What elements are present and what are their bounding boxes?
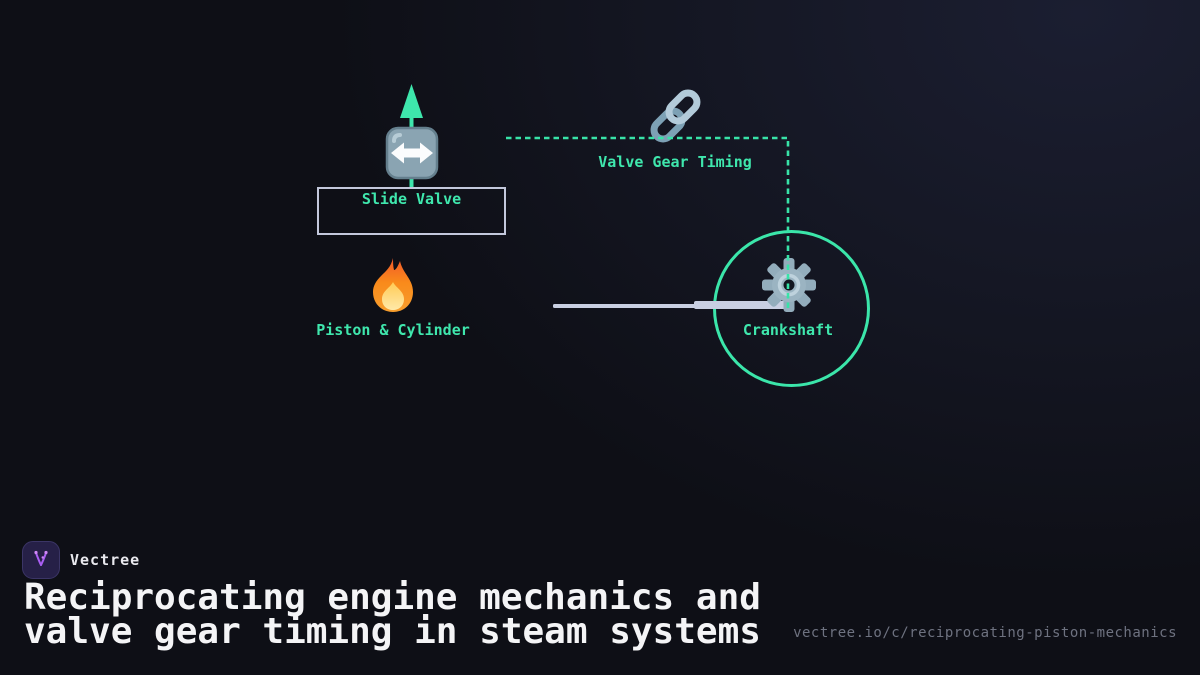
valve-gear-timing-label: Valve Gear Timing xyxy=(598,153,752,171)
page-title-line1: Reciprocating engine mechanics and xyxy=(24,577,761,618)
fire-icon xyxy=(373,258,413,312)
page-title-line2: valve gear timing in steam systems xyxy=(24,610,761,652)
gear-icon xyxy=(762,258,816,312)
vectree-logo xyxy=(22,541,60,579)
vectree-logo-icon xyxy=(34,550,48,566)
piston-cylinder-label: Piston & Cylinder xyxy=(316,321,470,339)
page-title: Reciprocating engine mechanics and valve… xyxy=(24,577,1024,652)
left-right-arrow-icon xyxy=(385,126,439,180)
crankshaft-label: Crankshaft xyxy=(742,321,834,339)
slide-valve-box xyxy=(317,187,506,235)
source-url: vectree.io/c/reciprocating-piston-mechan… xyxy=(793,625,1177,641)
brand-name: Vectree xyxy=(70,551,141,569)
slide-valve-label: Slide Valve xyxy=(361,190,462,208)
link-icon xyxy=(650,89,701,143)
